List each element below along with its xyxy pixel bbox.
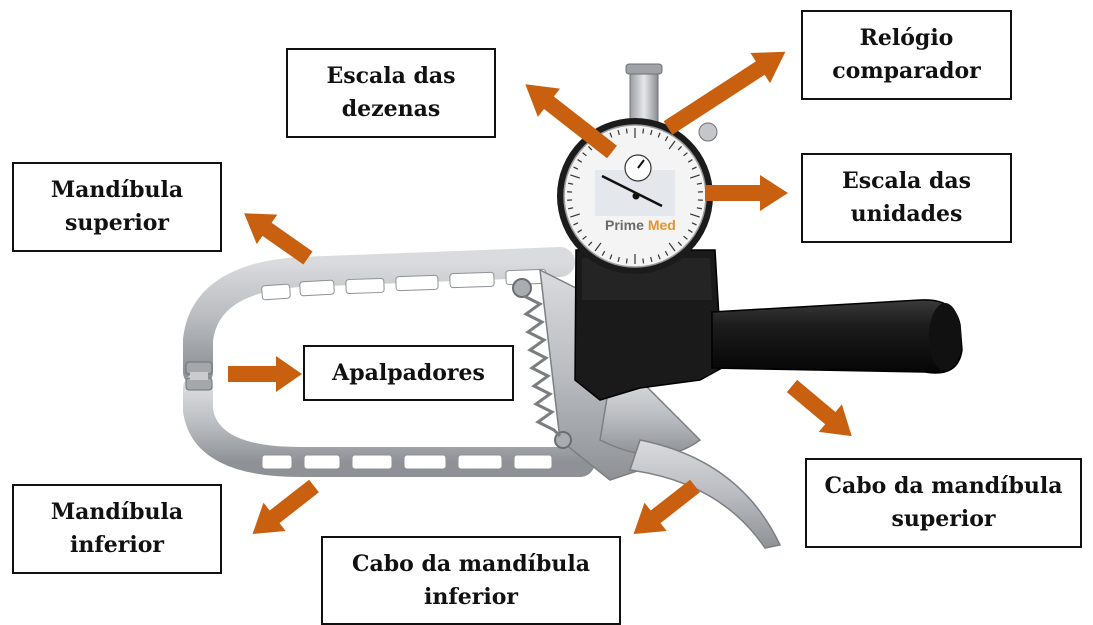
dial-tick: [689, 174, 700, 179]
dial-tick: [625, 258, 628, 264]
dial-tick: [691, 166, 697, 170]
dial-tick: [696, 182, 702, 185]
dial-tick: [582, 235, 587, 240]
dial-tick: [650, 256, 653, 263]
dial-tick: [657, 254, 661, 260]
label-escala-unidades: Escala das unidades: [801, 153, 1012, 243]
dial-tick: [625, 128, 628, 134]
arrow-relogio-comparador: [663, 51, 786, 135]
dial-tick: [570, 174, 581, 179]
dial-tick: [588, 146, 593, 151]
dial-tick: [642, 258, 645, 264]
dial-tick: [582, 152, 587, 157]
label-apalpadores: Apalpadores: [303, 345, 514, 401]
dial-tick: [657, 132, 661, 138]
dial-tick: [570, 213, 581, 218]
arrow-cabo-mandibula-inferior: [633, 479, 700, 535]
callout-arrows: [228, 51, 852, 535]
dial-tick: [617, 129, 620, 136]
dial-tick: [696, 207, 702, 210]
arrow-mandibula-superior: [244, 213, 313, 265]
dial-tick: [594, 242, 602, 252]
dial-tick: [577, 229, 583, 233]
dial-tick: [577, 159, 583, 163]
dial-housing: [574, 249, 723, 401]
dial-tick: [609, 254, 613, 260]
arrow-escala-dezenas: [525, 84, 617, 159]
arrow-mandibula-inferior: [252, 479, 319, 535]
dial-tick: [617, 256, 620, 263]
arrow-apalpadores: [228, 356, 302, 392]
dial-tick: [568, 182, 574, 185]
label-cabo-mandibula-inferior: Cabo da mandíbula inferior: [321, 536, 621, 625]
upper-jaw-handle: [711, 299, 963, 374]
dial-tick: [650, 129, 653, 136]
label-cabo-mandibula-superior: Cabo da mandíbula superior: [805, 458, 1082, 548]
dial-tick: [691, 222, 697, 226]
lower-jaw: [183, 373, 595, 477]
label-mandibula-superior: Mandíbula superior: [12, 162, 222, 252]
dial-ticks: [567, 128, 703, 264]
spring: [523, 294, 562, 438]
tens-needle: [637, 159, 645, 169]
dial-tick: [683, 152, 688, 157]
label-relogio-comparador: Relógio comparador: [801, 10, 1012, 100]
lower-jaw-cutouts: [261, 454, 553, 470]
units-needle: [601, 174, 663, 208]
dial-tick: [687, 159, 693, 163]
dial-gauge: Prime Med: [557, 63, 718, 274]
lower-jaw-handle: [599, 379, 782, 549]
arrow-escala-unidades: [705, 175, 788, 211]
dial-tick: [668, 242, 676, 252]
upper-jaw-cutouts: [261, 268, 547, 301]
dial-tick: [677, 241, 682, 246]
dial-tick: [687, 229, 693, 233]
dial-tick: [609, 132, 613, 138]
dial-tick: [689, 213, 700, 218]
dial-tick: [573, 166, 579, 170]
dial-tick: [664, 250, 669, 256]
dial-tick: [601, 250, 606, 256]
label-escala-dezenas: Escala das dezenas: [286, 48, 496, 138]
dial-tick: [642, 128, 645, 134]
dial-tick: [573, 222, 579, 226]
arrow-cabo-mandibula-superior: [786, 379, 852, 437]
dial-tick: [568, 207, 574, 210]
dial-tick: [668, 140, 676, 150]
dial-tick: [683, 235, 688, 240]
caliper-tips: [185, 361, 213, 391]
dial-tick: [677, 146, 682, 151]
dial-brand: Prime Med: [605, 217, 676, 233]
upper-jaw: [183, 247, 575, 387]
label-mandibula-inferior: Mandíbula inferior: [12, 484, 222, 574]
dial-tick: [588, 241, 593, 246]
dial-tick: [664, 136, 669, 142]
